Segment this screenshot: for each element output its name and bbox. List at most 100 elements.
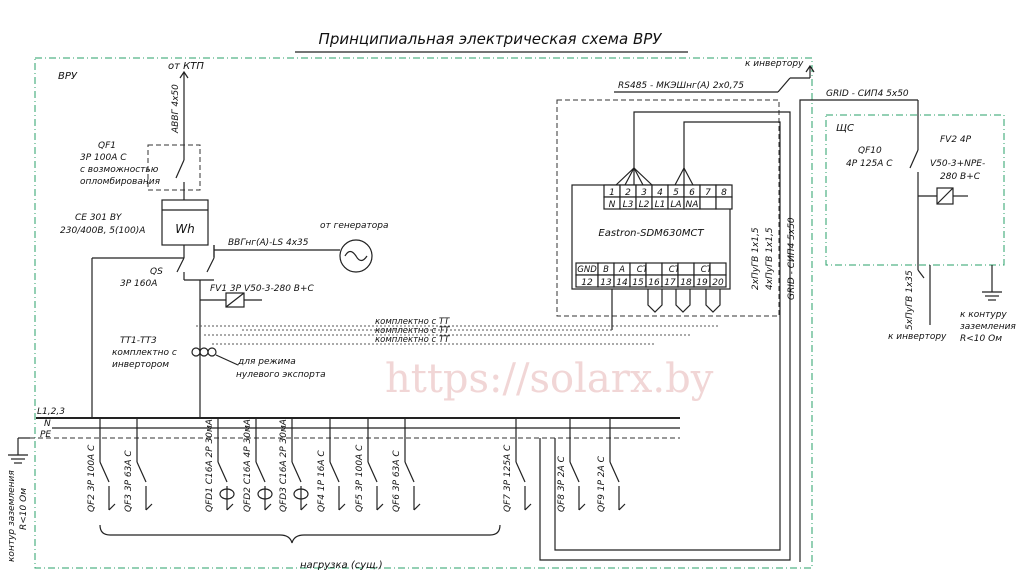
breaker-label: QFD3 С16А 2Р 30мА — [279, 419, 289, 512]
vru-label: ВРУ — [58, 71, 78, 82]
terminal-name: N — [609, 200, 616, 210]
fv1-diag — [225, 292, 245, 308]
fv2-name: FV2 4Р — [940, 135, 972, 145]
qs-name: QS — [150, 267, 163, 277]
terminal-number: 15 — [632, 278, 644, 288]
rcd-icon — [257, 488, 273, 500]
ct2-plug — [675, 289, 691, 313]
breaker-label: QFD1 С16А 2Р 30мА — [205, 419, 215, 512]
qf1-name: QF1 — [98, 141, 116, 151]
breaker-label: QF8 3Р 2А С — [557, 455, 567, 512]
breaker-arrow — [300, 503, 308, 511]
tt-note-1: комплектно с — [112, 348, 177, 358]
meter2-fan-3 — [674, 166, 694, 186]
qf1-seal-box — [147, 144, 201, 191]
terminal-number: 13 — [600, 278, 612, 288]
terminal-cell — [709, 274, 727, 288]
terminal-cell — [709, 262, 727, 276]
meter2-frame — [556, 99, 780, 317]
to-inverter-bottom: к инвертору — [888, 332, 947, 342]
breaker-contact — [291, 461, 302, 483]
breaker-qf6: QF6 3Р 63А С — [392, 418, 421, 512]
breaker-contact — [569, 461, 580, 483]
qs-contact-2 — [206, 257, 215, 273]
qf10-rating: 4Р 125А С — [846, 159, 893, 169]
qf10-contact — [909, 149, 919, 169]
terminal-number: 18 — [680, 278, 692, 288]
vru-frame — [34, 57, 813, 569]
breaker-label: QF3 3Р 63А С — [124, 450, 134, 512]
meter2-fan-2 — [624, 166, 644, 186]
zero-export-2: нулевого экспорта — [236, 370, 326, 380]
breaker-contact — [136, 461, 147, 483]
ct3-plug — [705, 289, 721, 313]
ct1-plug — [647, 289, 663, 313]
rcd-icon — [219, 488, 235, 500]
breaker-qf7: QF7 3Р 125А С — [503, 418, 532, 512]
meter2-name: Eastron-SDM630MCT — [598, 228, 704, 239]
terminal-cell — [715, 196, 733, 210]
breaker-label: QF4 1Р 16А С — [317, 450, 327, 512]
breaker-label: QF5 3Р 100А С — [355, 444, 365, 512]
breaker-qf5: QF5 3Р 100А С — [355, 418, 384, 512]
terminal-number: 7 — [705, 188, 711, 198]
shs-out-tick — [917, 269, 925, 279]
load-label: нагрузка (сущ.) — [300, 560, 383, 571]
breaker-contact — [515, 461, 526, 483]
breaker-qf4: QF4 1Р 16А С — [317, 418, 346, 512]
terminal-name: A — [618, 265, 625, 275]
generator-icon — [339, 239, 373, 273]
terminal-number: 2 — [625, 188, 631, 198]
breaker-qf9: QF9 1Р 2А С — [597, 418, 626, 512]
terminal-name: GND — [577, 265, 597, 275]
zero-export-1: для режима — [237, 357, 296, 367]
breaker-arrow — [264, 503, 272, 511]
terminal-cell — [699, 196, 717, 210]
terminal-number: 14 — [616, 278, 628, 288]
meter-wh-symbol: Wh — [175, 222, 194, 236]
ground-right-label-1: к контуру — [960, 310, 1007, 320]
ground-left-label-1: контур заземления — [7, 470, 17, 562]
qf1-note-2: опломбирования — [80, 177, 161, 187]
qf1-note-1: с возможностью — [80, 165, 159, 175]
tt-link-label-3: комплектно с ТТ — [375, 335, 450, 345]
qs-rating: 3Р 160А — [120, 279, 157, 289]
meter2-feed-outer — [539, 111, 791, 561]
breaker-arrow — [226, 503, 234, 511]
ground-right-label-3: R<10 Ом — [960, 334, 1002, 344]
tt-note-2: инвертором — [112, 360, 169, 370]
terminal-name: NA — [686, 200, 699, 210]
breaker-label: QF7 3Р 125А С — [503, 444, 513, 512]
rs485-label: RS485 - МКЭШнг(А) 2х0,75 — [618, 81, 744, 91]
rcd-icon — [293, 488, 309, 500]
breaker-qfd2: QFD2 С16А 4Р 30мА — [243, 418, 273, 512]
breaker-arrow — [413, 503, 421, 511]
grid-cable-label: GRID - СИП4 5х50 — [826, 89, 909, 99]
terminal-cell — [677, 262, 695, 276]
tt-link-label-1: комплектно с ТТ — [375, 317, 450, 327]
tt-name: ТТ1-ТТ3 — [120, 336, 157, 346]
terminal-number: 17 — [664, 278, 676, 288]
cable-v3: GRID - СИП4 5х50 — [787, 217, 797, 300]
terminal-name: L1 — [655, 200, 666, 210]
meter-wh-box — [161, 199, 209, 246]
from-generator-label: от генератора — [320, 221, 389, 231]
breaker-contact — [99, 461, 110, 483]
breaker-contact — [255, 461, 266, 483]
breaker-arrow — [108, 503, 116, 511]
terminal-number: 1 — [609, 188, 615, 198]
fv2-spec-2: 280 В+С — [940, 172, 981, 182]
zero-export-arrow — [215, 354, 239, 366]
terminal-number: 5 — [673, 188, 679, 198]
watermark-text: https://solarx.by — [385, 356, 714, 402]
terminal-name: B — [603, 265, 609, 275]
terminal-number: 3 — [641, 188, 647, 198]
breaker-arrow — [578, 503, 586, 511]
breaker-qfd3: QFD3 С16А 2Р 30мА — [279, 418, 309, 512]
cable-v1: 2хПуГВ 1х1,5 — [751, 227, 761, 290]
shs-label: ЩС — [836, 123, 854, 134]
tt-link-label-2: комплектно с ТТ — [375, 326, 450, 336]
meter-spec: 230/400В, 5(100)А — [60, 226, 145, 236]
